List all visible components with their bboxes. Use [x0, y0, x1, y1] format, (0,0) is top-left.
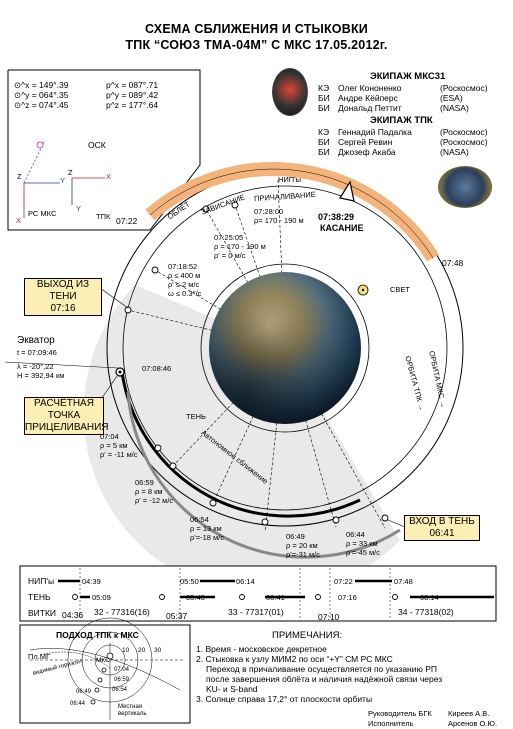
- signature-head-name: Киреев А.В.: [448, 709, 490, 718]
- equator-label: Экватор: [17, 335, 55, 346]
- timeline-panel: [19, 565, 497, 622]
- axis-zt: Z: [68, 168, 73, 177]
- approach-scale-30: 30: [154, 647, 162, 654]
- shadow-entry-box: ВХОД В ТЕНЬ 06:41: [404, 515, 480, 541]
- attitude-left: ⊙^x = 149°.39 ⊙^y = 064°.35 ⊙^z = 074°.4…: [14, 80, 68, 110]
- contact-time: 07:38:29: [318, 212, 355, 222]
- attitude-y: ⊙^y = 064°.35: [14, 90, 69, 100]
- approach-local-vertical: Местная вертикаль: [118, 704, 147, 717]
- approach-t-0704: 07:04: [114, 667, 130, 673]
- time-0748: 07:48: [442, 258, 464, 268]
- axis-xt: X: [106, 172, 112, 181]
- signature-exec-name: Арсенов О.Ю.: [448, 719, 498, 728]
- equator-data: t = 07:09:46 λ = -20°,22 H = 392,94 км: [17, 348, 65, 380]
- orbit-33: 33 - 77317(01): [228, 607, 284, 617]
- event-0704: 07:04 ρ = 5 км ρ' = -11 м/с: [100, 432, 138, 459]
- approach-scale-10: 10: [122, 647, 130, 654]
- light-label: СВЕТ: [390, 285, 411, 294]
- axis-x: X: [16, 216, 22, 225]
- osk-label: ОСК: [88, 140, 106, 150]
- axis-y: Y: [60, 176, 66, 185]
- iss-mission-patch: [272, 68, 308, 116]
- time-070846: 07:08:46: [142, 364, 172, 373]
- orbit-start-0537: 05:37: [166, 611, 188, 621]
- event-0649: 06:49 ρ = 20 км ρ'=-31 м/с: [286, 532, 320, 559]
- notes-header: ПРИМЕЧАНИЯ:: [272, 630, 343, 641]
- tpk-axes-label: ТПК: [96, 212, 111, 221]
- timeline-row-shadow: ТЕНЬ: [28, 592, 51, 602]
- shadow-0543: 05:43: [186, 593, 205, 602]
- nip-0748: 07:48: [394, 577, 413, 586]
- nip-label: НИП'ы: [278, 175, 302, 184]
- approach-t-0649: 06:49: [76, 689, 92, 695]
- tpk-mission-patch: [438, 166, 492, 208]
- contact-marker: [339, 180, 355, 202]
- timeline-row-nip: НИП'ы: [28, 576, 55, 586]
- orbit-start-0710: 07:10: [318, 612, 340, 622]
- contact-label: КАСАНИЕ: [320, 223, 364, 233]
- event-0644: 06:44 ρ = 33 км ρ'=-45 м/с: [346, 530, 380, 557]
- approach-t-0654: 06:54: [112, 687, 128, 693]
- approach-t-0644: 06:44: [70, 701, 86, 707]
- signature-exec-role: Исполнитель: [368, 719, 414, 728]
- axis-yt: Y: [76, 204, 82, 213]
- aim-point-box: РАСЧЁТНАЯ ТОЧКА ПРИЦЕЛИВАНИЯ: [24, 397, 109, 435]
- approach-mks: МКС: [96, 657, 110, 664]
- signature-head-role: Руководитель БГК: [368, 709, 432, 718]
- iss-crew-header: ЭКИПАЖ МКС31: [370, 71, 446, 82]
- attitude-z: ⊙^z = 074°.45: [14, 100, 69, 110]
- approach-scale-20: 20: [138, 647, 146, 654]
- attitude-py: p^y = 089°.42: [106, 90, 159, 100]
- orbit-start-0436: 04:36: [62, 610, 84, 620]
- approach-t-0659: 06:59: [114, 677, 130, 683]
- nip-0614: 06:14: [236, 577, 255, 586]
- approach-plmg: Пл.МГ: [28, 652, 51, 661]
- event-072800: 07:28:00 ρ= 170 - 190 м: [254, 207, 304, 225]
- nip-0439: 04:39: [82, 577, 101, 586]
- event-0659: 06:59 ρ = 8 км ρ' = -12 м/с: [135, 478, 174, 505]
- shadow-0814: 08:14: [420, 593, 439, 602]
- tpk-crew-header: ЭКИПАЖ ТПК: [370, 115, 433, 126]
- orbit-32: 32 - 77316(16): [94, 607, 150, 617]
- event-072505: 07:25:05 ρ = 170 - 190 м ρ' = 0 м/с: [214, 233, 266, 260]
- time-0722: 07:22: [116, 216, 138, 226]
- timeline-row-orbits: ВИТКИ: [28, 608, 57, 618]
- nip-0550: 05:50: [180, 577, 199, 586]
- attitude-x: ⊙^x = 149°.39: [14, 80, 69, 90]
- page-title: СХЕМА СБЛИЖЕНИЯ И СТЫКОВКИ: [145, 22, 368, 36]
- shadow-0716: 07:16: [338, 593, 357, 602]
- shadow-exit-box: ВЫХОД ИЗ ТЕНИ 07:16: [24, 278, 102, 316]
- axis-z: Z: [17, 172, 22, 181]
- attitude-pz: p^z = 177°.64: [106, 100, 159, 110]
- shadow-label: ТЕНЬ: [186, 412, 206, 421]
- orbit-34: 34 - 77318(02): [398, 607, 454, 617]
- approach-title: ПОДХОД ТПК к МКС: [56, 630, 139, 640]
- attitude-px: p^x = 087°.71: [106, 80, 159, 90]
- event-0654: 06:54 ρ = 13 км ρ'=-18 м/с: [190, 515, 224, 542]
- rs-mks-label: РС МКС: [28, 209, 57, 218]
- nip-0722: 07:22: [334, 577, 353, 586]
- shadow-0509: 05:09: [92, 593, 111, 602]
- shadow-0641: 06:41: [266, 593, 285, 602]
- page-subtitle: ТПК “СОЮЗ ТМА-04М” С МКС 17.05.2012г.: [125, 38, 388, 52]
- attitude-right: p^x = 087°.71 p^y = 089°.42 p^z = 177°.6…: [106, 80, 158, 110]
- notes-list: 1. Время - московское декретное 2. Стыко…: [196, 644, 443, 704]
- event-071852: 07:18:52 ρ ≤ 400 м ρ' ≤ 2 м/с ω ≤ 0.3°/с: [168, 262, 202, 298]
- tpk-orbit-arc: [120, 371, 361, 518]
